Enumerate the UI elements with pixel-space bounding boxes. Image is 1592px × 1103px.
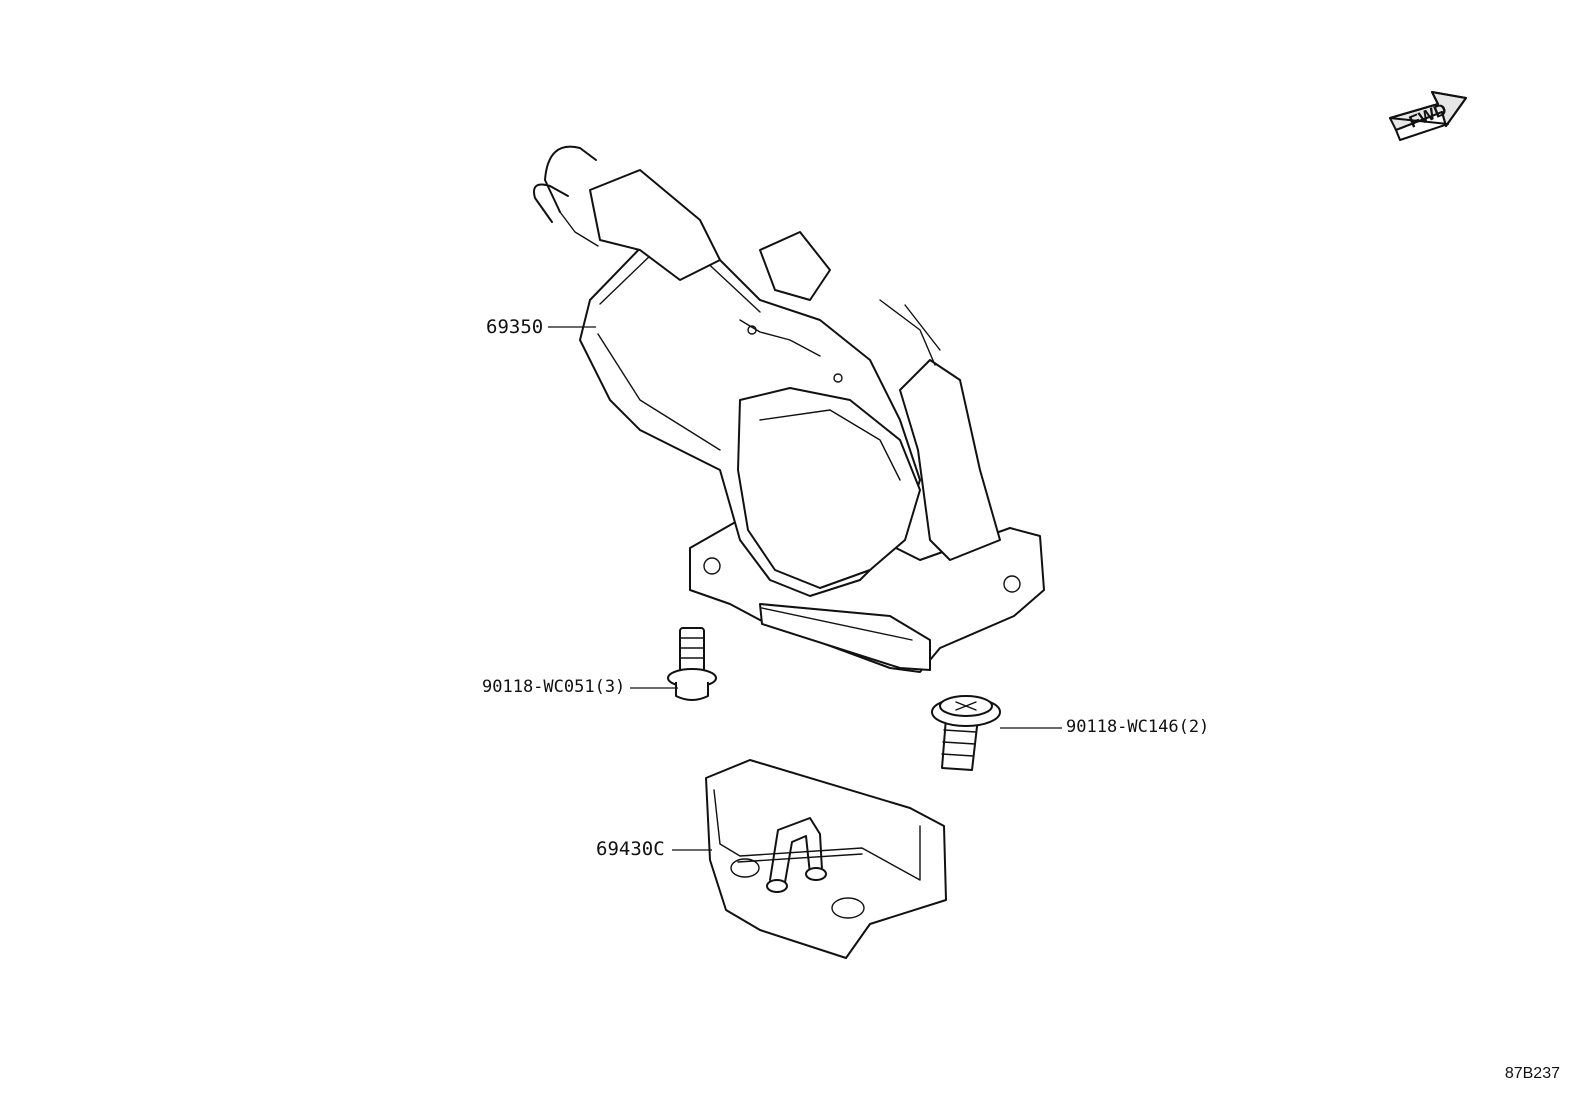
part-number-label: 90118-WC051(3): [482, 677, 626, 697]
fwd-arrow-icon: FWD: [1389, 91, 1467, 141]
diagram-code: 87B237: [1504, 1065, 1560, 1082]
flange-bolt: [667, 627, 717, 701]
part-number-label: 90118-WC146(2): [1066, 717, 1210, 737]
part-number-label: 69430C: [596, 838, 665, 860]
phillips-screw: [931, 695, 1001, 771]
fwd-label: FWD: [1406, 100, 1449, 132]
door-lock-actuator: [533, 145, 1045, 673]
door-lock-striker: [705, 759, 947, 959]
part-number-label: 69350: [486, 316, 544, 338]
